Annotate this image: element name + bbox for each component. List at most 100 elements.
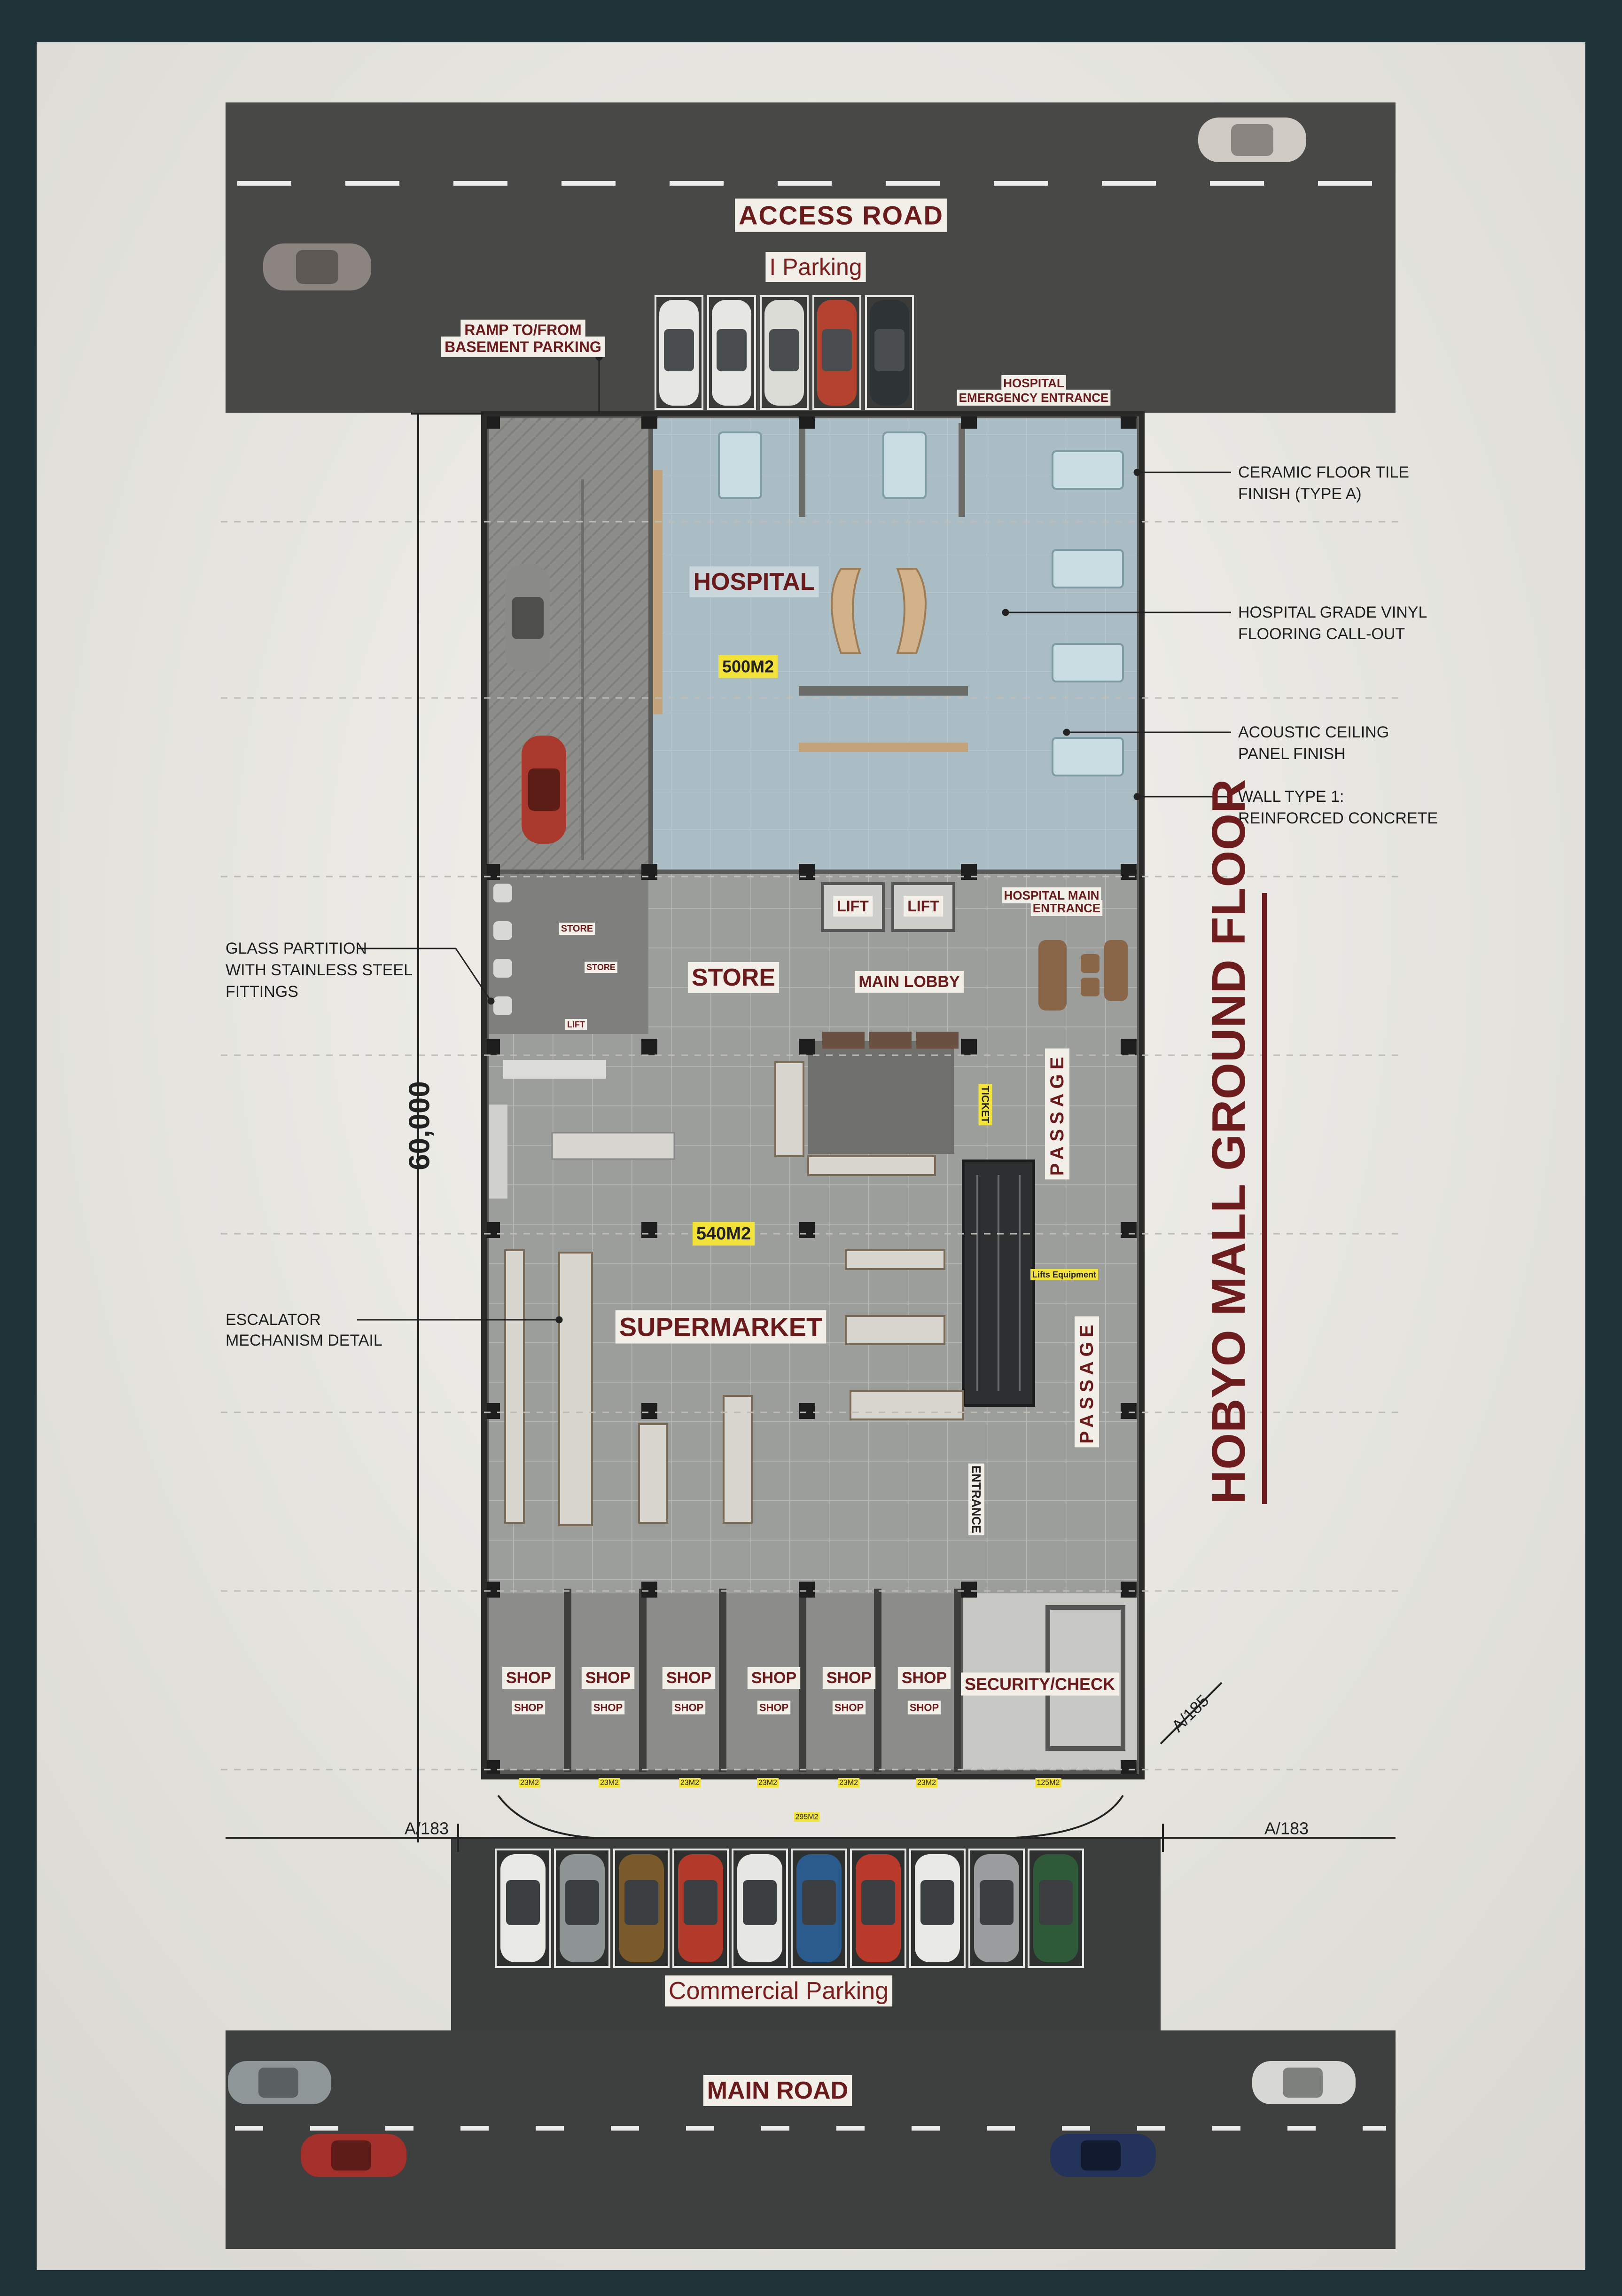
hospital-main-entrance-label-2: ENTRANCE	[1030, 900, 1103, 916]
callout-right-1-line1: CERAMIC FLOOR TILE	[1238, 463, 1409, 481]
hospital-emergency-label-1-text: HOSPITAL	[1003, 376, 1064, 390]
shop-5-sublabel-text: SHOP	[834, 1702, 864, 1714]
parked-car	[909, 1849, 966, 1968]
callout-left-1-line2: WITH STAINLESS STEEL	[226, 961, 413, 979]
parked-car	[968, 1849, 1025, 1968]
callout-left-1-line3: FITTINGS	[226, 983, 298, 1001]
store-small-label-text: STORE	[561, 924, 593, 934]
parked-car	[1028, 1849, 1084, 1968]
callout-left-2-line1-text: ESCALATOR	[226, 1311, 321, 1329]
road-car	[228, 2061, 331, 2104]
shop-2-sublabel-bg	[591, 1700, 625, 1715]
hospital-beds	[718, 431, 1124, 776]
stair-block	[808, 1041, 954, 1154]
hospital-label-bg	[689, 566, 819, 597]
parked-car	[554, 1849, 610, 1968]
shop-dimension-5-text: 23M2	[839, 1779, 858, 1787]
callout-right-1-line1-text: CERAMIC FLOOR TILE	[1238, 463, 1409, 481]
shop-2-label: SHOP	[581, 1667, 635, 1689]
supermarket-label: SUPERMARKET	[615, 1310, 827, 1344]
lift-label-1-text: LIFT	[837, 898, 869, 915]
road-car	[1252, 2061, 1356, 2104]
shop-3-sublabel-bg	[672, 1700, 706, 1715]
store-sub-label-2-bg	[565, 1019, 587, 1030]
commercial-parking-label-text: Commercial Parking	[669, 1977, 889, 2005]
shop-dimension-4-text: 23M2	[758, 1779, 777, 1787]
top-parking-label: I Parking	[765, 252, 866, 282]
main-lobby-label-bg	[855, 971, 964, 993]
shop-3-sublabel-text: SHOP	[674, 1702, 703, 1714]
shop-1-sublabel-text: SHOP	[514, 1702, 543, 1714]
road-car	[1050, 2134, 1156, 2177]
hospital-area-tag-bg	[718, 655, 778, 678]
shop-3-label: SHOP	[662, 1667, 716, 1689]
hospital-emergency-label-1: HOSPITAL	[1001, 375, 1066, 391]
callout-right-3-line1: ACOUSTIC CEILING	[1238, 723, 1389, 741]
checkout-counter	[551, 1132, 675, 1160]
supermarket-area-tag-bg	[692, 1222, 755, 1246]
shop-dimension-1-text: 23M2	[520, 1779, 539, 1787]
shop-dimension-3: 23M2	[678, 1778, 701, 1787]
store-sub-label-2: LIFT	[565, 1019, 587, 1030]
shop-4-label-text: SHOP	[751, 1669, 796, 1687]
passage-lower-label-text: PASSAGE	[1076, 1320, 1097, 1444]
shop-1-sublabel: SHOP	[512, 1700, 546, 1715]
callout-right-2-line2-text: FLOORING CALL-OUT	[1238, 625, 1405, 643]
lobby-sofa	[1038, 940, 1128, 1011]
supermarket-label-bg	[615, 1310, 827, 1344]
access-road-label: ACCESS ROAD	[735, 198, 947, 232]
parked-car	[865, 295, 914, 410]
hospital-emergency-label-2-bg	[957, 390, 1111, 406]
entrance-vertical-sign-bg	[968, 1463, 984, 1536]
shop-dimension-4: 23M2	[756, 1778, 779, 1787]
grid-ref-left: A/183	[405, 1819, 449, 1838]
callout-left-1-line1-text: GLASS PARTITION	[226, 940, 367, 957]
escalator-note-text: Lifts Equipment	[1032, 1270, 1096, 1279]
grid-ref-left-text: A/183	[405, 1819, 449, 1838]
lift-label-2-text: LIFT	[907, 898, 939, 915]
store-label-text: STORE	[692, 964, 775, 991]
drawing-title: HOBYO MALL GROUND FLOOR	[1202, 779, 1267, 1504]
hospital-emergency-label-1-bg	[1001, 375, 1066, 391]
shop-dimension-3-bg	[678, 1778, 701, 1787]
access-road-label-text: ACCESS ROAD	[739, 201, 944, 230]
passage-upper-label-bg	[1045, 1048, 1069, 1180]
callout-leaders	[357, 353, 1231, 1324]
main-road-label-bg	[703, 2075, 852, 2106]
parked-car	[760, 295, 809, 410]
shop-dimension-6: 23M2	[915, 1778, 938, 1787]
callout-right-2-line1: HOSPITAL GRADE VINYL	[1238, 603, 1427, 621]
supermarket-area-tag: 540M2	[692, 1222, 755, 1246]
total-dimension: 295M2	[794, 1812, 820, 1822]
parked-car	[812, 295, 861, 410]
store-sub-label-1-bg	[585, 962, 617, 973]
main-road	[226, 2030, 1396, 2249]
commercial-parking-label-bg	[664, 1975, 893, 2006]
parked-car	[495, 1849, 551, 1968]
shop-1-label: SHOP	[502, 1667, 555, 1689]
road-car	[301, 2134, 406, 2177]
lobby-benches	[822, 1032, 959, 1049]
hospital-main-entrance-label-2-bg	[1030, 900, 1103, 916]
shop-5-sublabel-bg	[832, 1700, 866, 1715]
shop-4-sublabel: SHOP	[757, 1700, 791, 1715]
callout-left-1-line2-text: WITH STAINLESS STEEL	[226, 961, 413, 979]
shop-5-label-text: SHOP	[827, 1669, 872, 1687]
hospital-main-entrance-label-2-text: ENTRANCE	[1033, 901, 1100, 915]
shop-6-sublabel-bg	[907, 1700, 941, 1715]
shop-2-label-bg	[581, 1667, 635, 1689]
store-label: STORE	[687, 962, 780, 993]
lift-label-1-bg	[833, 896, 873, 917]
main-road-label: MAIN ROAD	[703, 2075, 852, 2106]
parked-car	[791, 1849, 847, 1968]
supermarket-area-tag-text: 540M2	[696, 1224, 751, 1244]
shop-1-label-bg	[502, 1667, 555, 1689]
shop-6-sublabel-text: SHOP	[910, 1702, 939, 1714]
callout-right-3-line1-text: ACOUSTIC CEILING	[1238, 723, 1389, 741]
road-car	[263, 243, 371, 290]
shop-dimension-7-text: 125M2	[1037, 1779, 1060, 1787]
main-road-label-text: MAIN ROAD	[707, 2077, 848, 2104]
callout-left-1-line3-text: FITTINGS	[226, 983, 298, 1001]
shop-3-label-text: SHOP	[666, 1669, 711, 1687]
callout-right-1-line2: FINISH (TYPE A)	[1238, 485, 1362, 503]
